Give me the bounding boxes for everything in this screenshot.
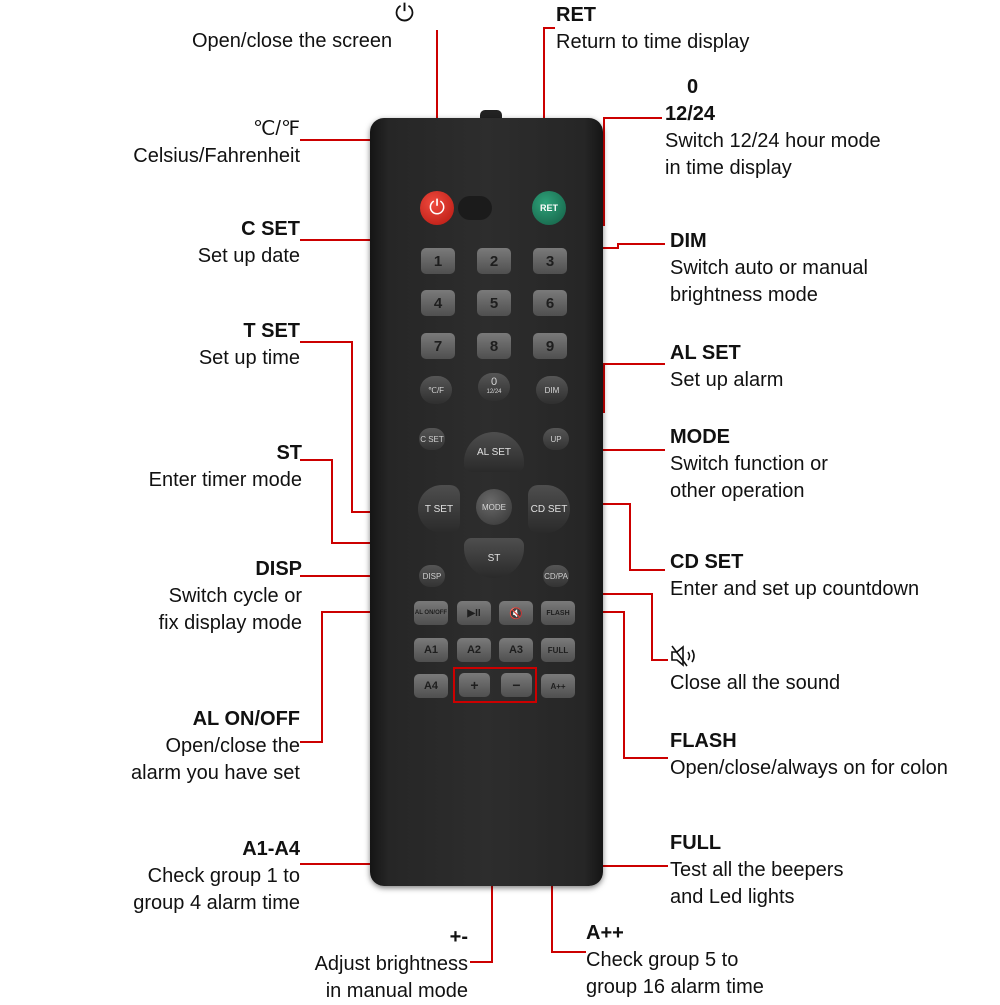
mute-button[interactable]: 🔇 — [499, 601, 533, 625]
plus-button[interactable]: + — [459, 673, 490, 697]
full-button[interactable]: FULL — [541, 638, 575, 662]
cd-set-button[interactable]: CD SET — [528, 485, 570, 533]
t-set-button[interactable]: T SET — [418, 485, 460, 533]
al-onoff-button[interactable]: AL ON/OFF — [414, 601, 448, 625]
al-set-button[interactable]: AL SET — [464, 432, 524, 472]
digit-8-button[interactable]: 8 — [477, 333, 511, 359]
up-button[interactable]: UP — [543, 428, 569, 450]
mute-label: Close all the sound — [670, 672, 841, 694]
zero-1224-button[interactable]: 0 12/24 — [478, 373, 510, 401]
flash-button[interactable]: FLASH — [541, 601, 575, 625]
digit-5-button[interactable]: 5 — [477, 290, 511, 316]
power-label-icon: ⏻ — [395, 0, 414, 27]
power-button[interactable]: ⏻ — [420, 191, 454, 225]
mode-button[interactable]: MODE — [476, 489, 512, 525]
dim-button[interactable]: DIM — [536, 376, 568, 404]
digit-6-button[interactable]: 6 — [533, 290, 567, 316]
a2-button[interactable]: A2 — [457, 638, 491, 662]
digit-1-button[interactable]: 1 — [421, 248, 455, 274]
a1-button[interactable]: A1 — [414, 638, 448, 662]
mute-icon — [671, 645, 695, 667]
cf-button[interactable]: ℃/F — [420, 376, 452, 404]
leader-alonoff — [300, 611, 414, 743]
digit-4-button[interactable]: 4 — [421, 290, 455, 316]
a3-button[interactable]: A3 — [499, 638, 533, 662]
ir-window — [458, 196, 492, 220]
digit-9-button[interactable]: 9 — [533, 333, 567, 359]
ret-button[interactable]: RET — [532, 191, 566, 225]
minus-button[interactable]: − — [501, 673, 532, 697]
zero-label: 0 — [490, 376, 498, 388]
digit-3-button[interactable]: 3 — [533, 248, 567, 274]
cd-pa-button[interactable]: CD/PA — [543, 565, 569, 587]
c-set-button[interactable]: C SET — [419, 428, 445, 450]
a4-button[interactable]: A4 — [414, 674, 448, 698]
a-plus-button[interactable]: A++ — [541, 674, 575, 698]
digit-2-button[interactable]: 2 — [477, 248, 511, 274]
plus-minus-highlight — [453, 667, 537, 703]
play-pause-button[interactable]: ▶II — [457, 601, 491, 625]
mode-1224-label: 0 12/24 Switch 12/24 hour mode in time d… — [665, 76, 881, 179]
disp-button[interactable]: DISP — [419, 565, 445, 587]
zero-sublabel: 12/24 — [486, 389, 502, 395]
power-desc: Open/close the screen — [192, 30, 393, 52]
digit-7-button[interactable]: 7 — [421, 333, 455, 359]
